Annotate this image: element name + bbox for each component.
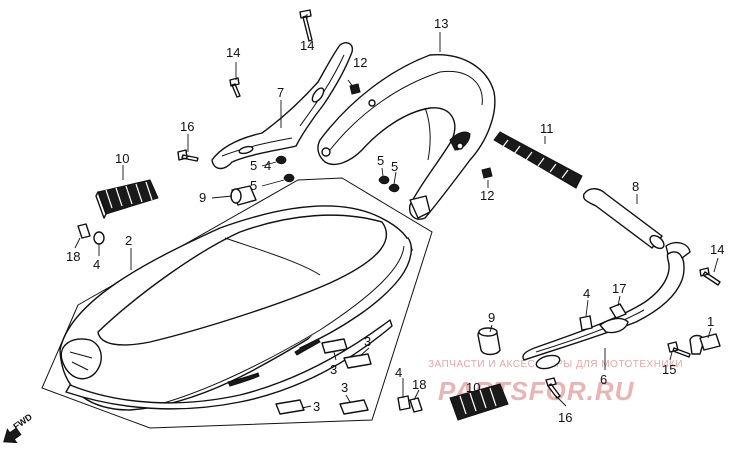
rubber-block-left bbox=[95, 179, 159, 219]
label-14-c: 14 bbox=[710, 242, 724, 257]
label-16-b: 16 bbox=[558, 410, 572, 425]
label-6: 6 bbox=[600, 372, 607, 387]
label-4-d: 4 bbox=[395, 365, 402, 380]
label-9-a: 9 bbox=[199, 190, 206, 205]
label-9-b: 9 bbox=[488, 310, 495, 325]
label-7: 7 bbox=[277, 85, 284, 100]
rear-cowl bbox=[317, 54, 496, 220]
label-5-b: 5 bbox=[250, 178, 257, 193]
label-4-a: 4 bbox=[264, 158, 271, 173]
seat-assembly bbox=[41, 177, 433, 429]
ribbed-rubber bbox=[493, 131, 583, 189]
label-3-b: 3 bbox=[330, 362, 337, 377]
label-10-a: 10 bbox=[115, 151, 129, 166]
label-14-b: 14 bbox=[300, 38, 314, 53]
right-grab-rail bbox=[522, 241, 691, 370]
part-labels: 13 14 14 14 12 12 7 16 16 10 10 9 9 5 5 … bbox=[66, 16, 724, 425]
label-8: 8 bbox=[632, 179, 639, 194]
label-3-c: 3 bbox=[341, 380, 348, 395]
label-4-c: 4 bbox=[583, 286, 590, 301]
label-12-a: 12 bbox=[353, 55, 367, 70]
label-10-b: 10 bbox=[466, 380, 480, 395]
left-grab-rail bbox=[211, 42, 354, 170]
leader-lines bbox=[74, 14, 719, 409]
label-18-b: 18 bbox=[412, 377, 426, 392]
fwd-arrow-icon bbox=[3, 427, 22, 444]
fwd-label: FWD bbox=[11, 411, 34, 431]
label-3-d: 3 bbox=[313, 399, 320, 414]
label-2: 2 bbox=[125, 233, 132, 248]
spacer-lower bbox=[477, 327, 501, 356]
label-1: 1 bbox=[707, 314, 714, 329]
label-16-a: 16 bbox=[180, 119, 194, 134]
label-15: 15 bbox=[662, 362, 676, 377]
label-12-b: 12 bbox=[480, 188, 494, 203]
fasteners bbox=[77, 9, 721, 415]
label-18-a: 18 bbox=[66, 249, 80, 264]
label-5-d: 5 bbox=[391, 159, 398, 174]
grip-tube bbox=[582, 188, 665, 250]
label-3-a: 3 bbox=[364, 334, 371, 349]
fwd-direction-marker: FWD bbox=[3, 411, 34, 444]
label-5-c: 5 bbox=[377, 153, 384, 168]
label-17: 17 bbox=[612, 281, 626, 296]
label-5-a: 5 bbox=[250, 158, 257, 173]
label-4-b: 4 bbox=[93, 257, 100, 272]
label-11: 11 bbox=[540, 121, 554, 136]
label-13: 13 bbox=[434, 16, 448, 31]
label-14-a: 14 bbox=[226, 45, 240, 60]
rubber-block-right bbox=[449, 383, 509, 421]
